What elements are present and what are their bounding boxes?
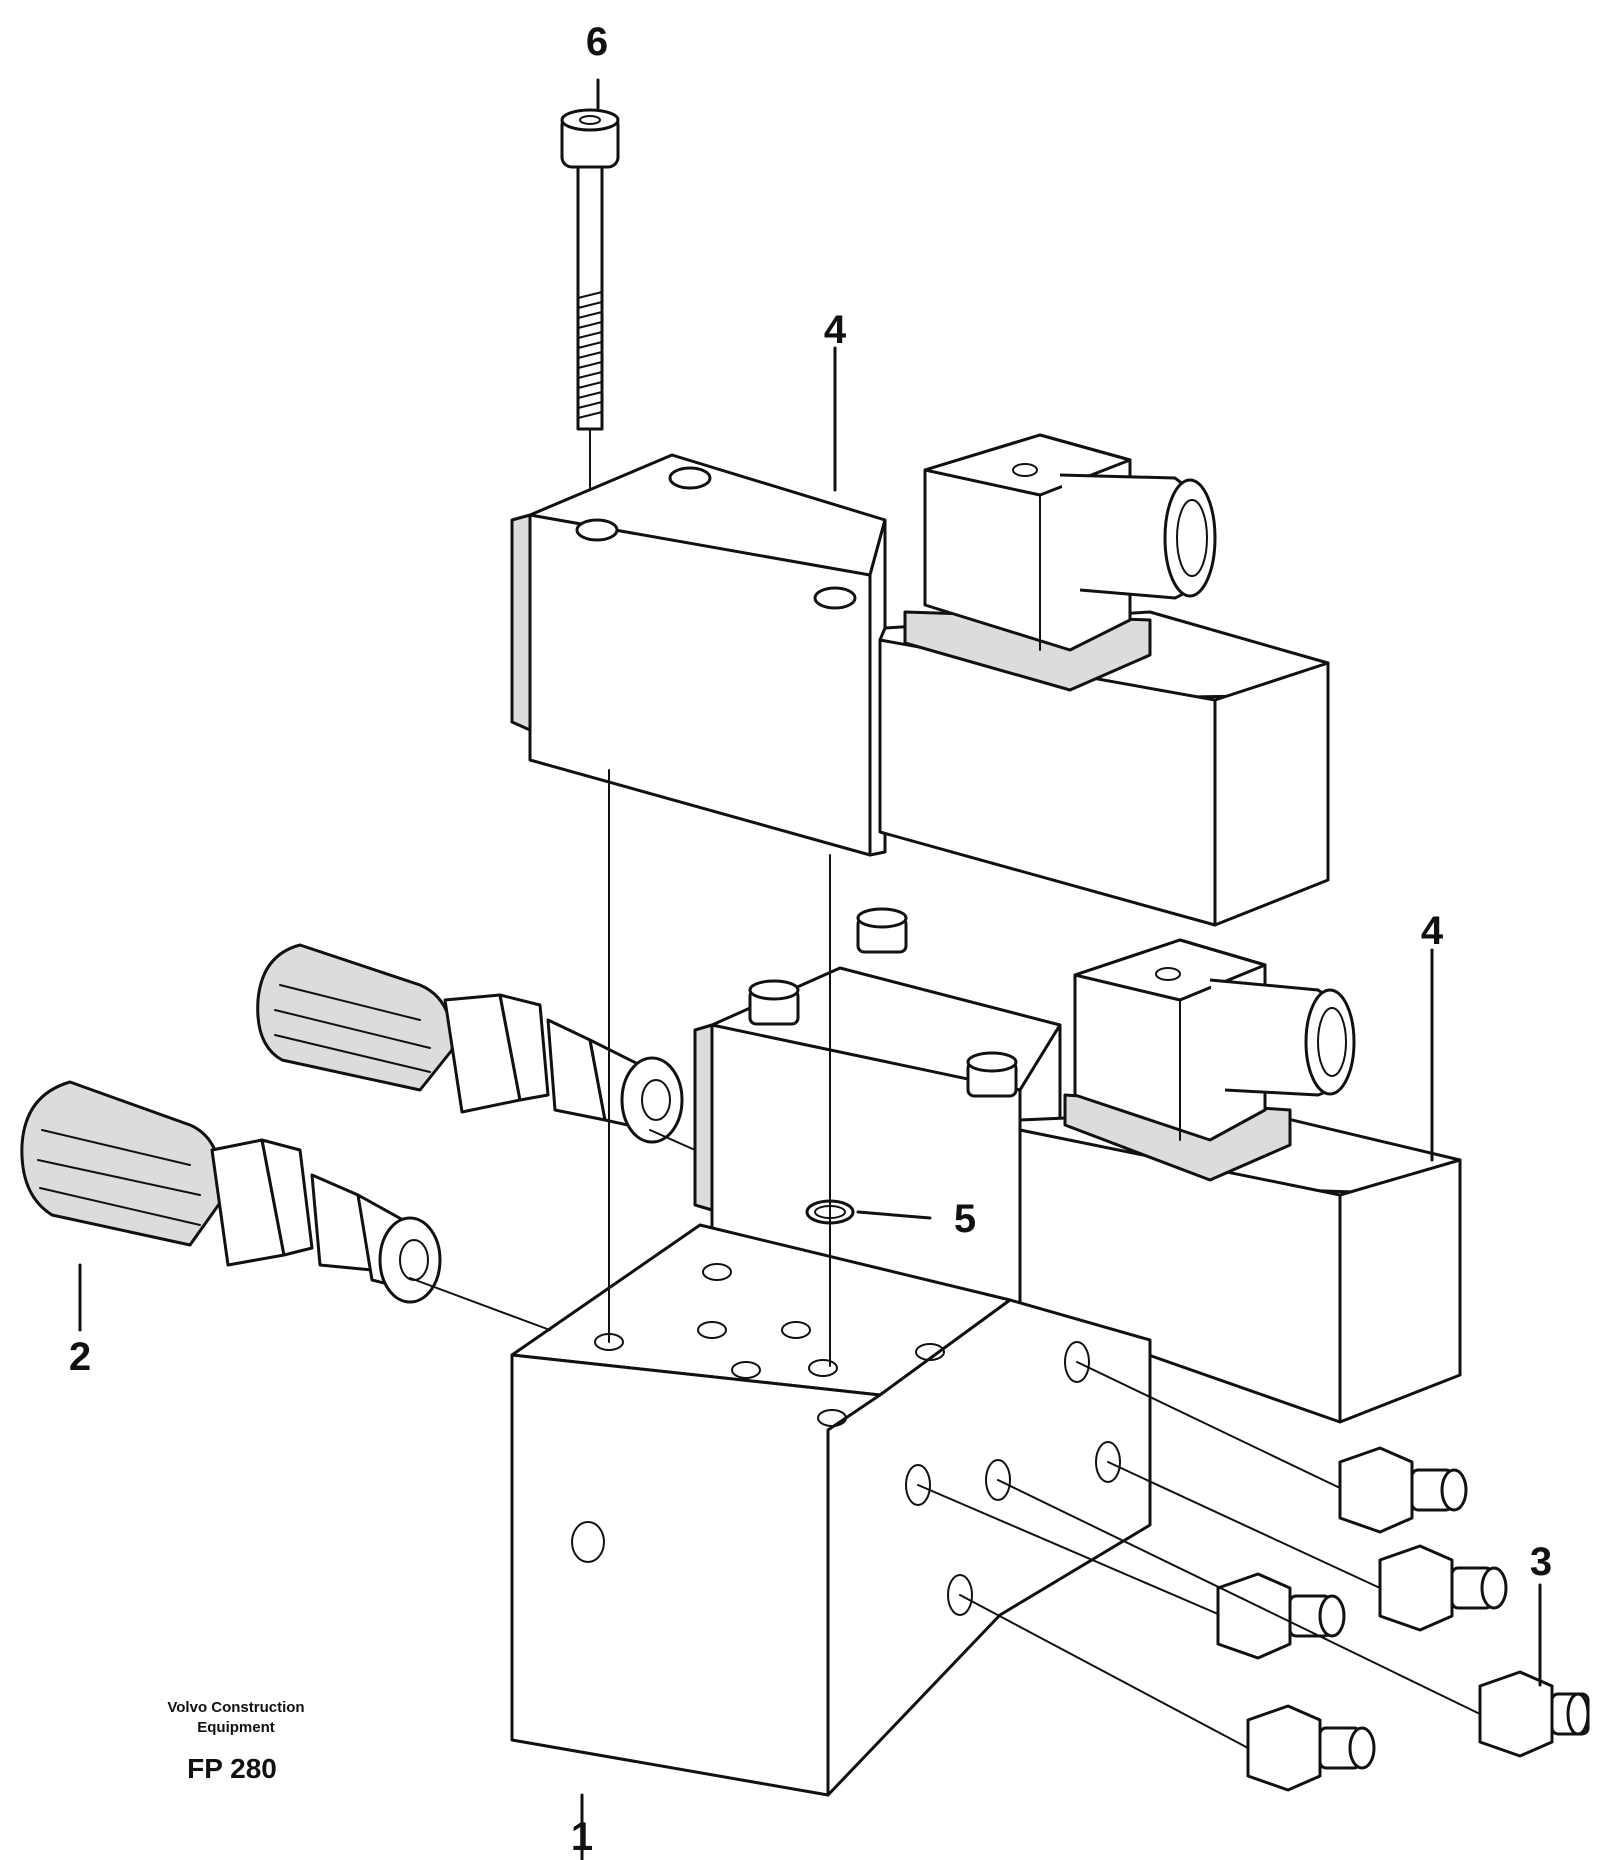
- callout-5: 5: [954, 1197, 976, 1241]
- nipple-1: [1338, 1446, 1468, 1534]
- upper-solenoid-valve: [510, 433, 1330, 927]
- caption-company-line-2: Equipment: [197, 1719, 275, 1736]
- callout-3: 3: [1530, 1540, 1552, 1584]
- callout-labels: 6 4 4 5 2 3 1: [69, 20, 1552, 1859]
- cap-screw: [560, 108, 620, 531]
- nipple-4: [1478, 1670, 1590, 1758]
- upper-check-valve: [256, 943, 684, 1144]
- alignment-lines: [409, 769, 1481, 1749]
- leader-lines: [78, 78, 1542, 1860]
- callout-1: 1: [571, 1815, 593, 1859]
- nipple-3: [1216, 1572, 1346, 1660]
- nipple-2: [1378, 1544, 1508, 1632]
- callout-4-lower: 4: [1421, 909, 1444, 953]
- nipple-5: [1246, 1704, 1376, 1792]
- valve-base-block: [510, 1223, 1152, 1797]
- callout-2: 2: [69, 1335, 91, 1379]
- lower-check-valve: [20, 1080, 442, 1304]
- caption-company-line-1: Volvo Construction: [167, 1699, 304, 1716]
- diagram-caption: Volvo Construction Equipment FP 280: [167, 1699, 304, 1784]
- callout-6: 6: [586, 20, 608, 64]
- callout-4-upper: 4: [824, 308, 847, 352]
- figure-code: FP 280: [187, 1753, 277, 1784]
